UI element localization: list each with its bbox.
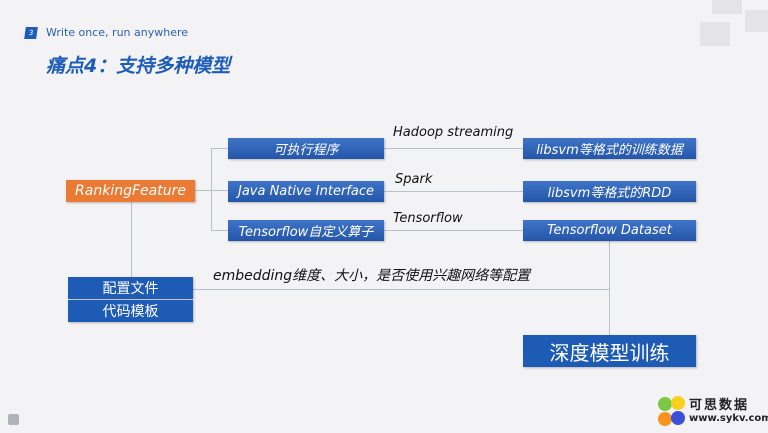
ranking-feature-box: RankingFeature (66, 180, 195, 202)
decoration (745, 10, 768, 32)
output-box: Tensorflow Dataset (523, 220, 696, 241)
method-box: Tensorflow自定义算子 (228, 220, 384, 241)
decoration (712, 0, 742, 14)
method-box: Java Native Interface (228, 181, 384, 202)
method-box: 可执行程序 (228, 138, 384, 159)
slide-title: 痛点4：支持多种模型 (46, 55, 231, 77)
flower-icon (658, 396, 685, 426)
framework-label: Hadoop streaming (393, 125, 514, 140)
footer-logo-icon (8, 414, 19, 425)
code-template-box: 代码模板 (68, 300, 193, 322)
connector (384, 191, 523, 192)
output-box: libsvm等格式的RDD (523, 181, 696, 202)
connector (211, 230, 228, 231)
watermark-url: www.sykv.com (689, 413, 768, 424)
deep-model-training-box: 深度模型训练 (523, 335, 696, 367)
config-file-box: 配置文件 (68, 277, 193, 299)
config-label: embedding维度、大小，是否使用兴趣网络等配置 (213, 268, 531, 284)
connector (609, 241, 610, 335)
watermark-logo: 可思数据 www.sykv.com (655, 393, 768, 429)
slide-number-badge: 3 (24, 27, 38, 39)
framework-label: Tensorflow (393, 211, 463, 226)
slide-subtitle: Write once, run anywhere (46, 26, 189, 39)
watermark-name: 可思数据 (689, 398, 750, 413)
decoration (700, 22, 730, 46)
connector (131, 202, 132, 277)
connector (384, 148, 523, 149)
framework-label: Spark (395, 172, 433, 187)
connector (384, 230, 523, 231)
output-box: libsvm等格式的训练数据 (523, 138, 696, 159)
connector (211, 148, 228, 149)
connector (211, 148, 212, 231)
connector (193, 289, 609, 290)
